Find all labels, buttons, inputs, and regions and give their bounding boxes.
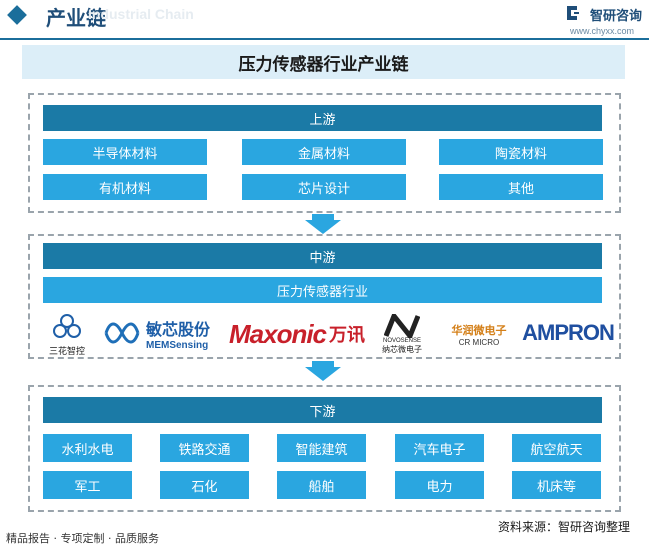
- company-logo: 敏芯股份 MEMSensing: [92, 314, 220, 352]
- upstream-header: 上游: [43, 105, 602, 131]
- ampron-logo-icon: AMPRON: [522, 320, 615, 345]
- downstream-item-label: 石化: [191, 479, 218, 495]
- company-name: 三花智控: [48, 345, 85, 356]
- downstream-item: 水利水电: [43, 434, 132, 462]
- downstream-label: 下游: [309, 404, 336, 420]
- downstream-item: 军工: [43, 471, 132, 499]
- arrow-stem: [312, 361, 334, 367]
- upstream-item: 有机材料: [43, 174, 207, 200]
- downstream-item-label: 铁路交通: [178, 442, 231, 458]
- company-name: NOVOSENSE: [382, 337, 421, 344]
- upstream-item: 陶瓷材料: [439, 139, 603, 165]
- upstream-item: 金属材料: [242, 139, 406, 165]
- company-name: 华润微电子: [451, 323, 507, 337]
- down-arrow-icon: [305, 367, 341, 381]
- midstream-header: 中游: [43, 243, 602, 269]
- company-logo: Maxonic 万讯: [222, 314, 372, 354]
- upstream-section: [28, 93, 621, 213]
- downstream-item: 航空航天: [512, 434, 601, 462]
- downstream-item: 铁路交通: [160, 434, 249, 462]
- company-logo: NOVOSENSE 纳芯微电子: [372, 310, 432, 358]
- company-sub: 万讯: [329, 325, 366, 346]
- footer-source: 资料来源：智研咨询整理: [498, 520, 631, 534]
- downstream-item: 石化: [160, 471, 249, 499]
- downstream-item: 电力: [395, 471, 484, 499]
- upstream-item: 半导体材料: [43, 139, 207, 165]
- midstream-section: [28, 234, 621, 359]
- down-arrow-icon: [305, 220, 341, 234]
- upstream-item-label: 其他: [507, 181, 534, 197]
- header-label: 产业链: [46, 6, 106, 30]
- page-title: 压力传感器行业产业链: [238, 54, 409, 75]
- downstream-item: 汽车电子: [395, 434, 484, 462]
- upstream-item: 其他: [439, 174, 603, 200]
- company-name: Maxonic: [228, 318, 327, 349]
- upstream-item-label: 陶瓷材料: [494, 146, 547, 162]
- company-sub: MEMSensing: [145, 339, 209, 351]
- title-bar: 压力传感器行业产业链: [22, 45, 625, 79]
- logo-url: www.chyxx.com: [570, 26, 635, 36]
- arrow-stem: [312, 214, 334, 220]
- chyxx-logo-icon: [567, 6, 579, 20]
- logo-name: 智研咨询: [590, 9, 643, 24]
- downstream-section: [28, 385, 621, 512]
- downstream-item-label: 船舶: [308, 479, 335, 495]
- downstream-item-label: 军工: [74, 479, 101, 495]
- upstream-item-label: 有机材料: [98, 181, 151, 197]
- downstream-item-label: 汽车电子: [413, 442, 466, 458]
- upstream-item: 芯片设计: [242, 174, 406, 200]
- upstream-label: 上游: [309, 112, 336, 128]
- downstream-item: 智能建筑: [277, 434, 366, 462]
- upstream-item-label: 金属材料: [297, 146, 350, 162]
- downstream-item-label: 机床等: [536, 479, 576, 495]
- industry-bar: 压力传感器行业: [43, 277, 602, 303]
- header-watermark: Industrial Chain: [88, 6, 194, 22]
- downstream-item-label: 智能建筑: [295, 442, 348, 458]
- downstream-item-label: 水利水电: [61, 442, 114, 458]
- downstream-item-label: 电力: [426, 479, 453, 495]
- industry-label: 压力传感器行业: [276, 284, 368, 300]
- company-logo: 三花智控: [44, 310, 90, 358]
- company-sub: 纳芯微电子: [382, 344, 422, 354]
- downstream-item: 船舶: [277, 471, 366, 499]
- header-divider: [0, 38, 649, 40]
- header-diamond-icon: [7, 5, 27, 25]
- company-sub: CR MICRO: [458, 337, 500, 347]
- flower-logo-icon: [53, 313, 81, 338]
- upstream-item-label: 芯片设计: [297, 181, 350, 197]
- company-name: 敏芯股份: [145, 319, 210, 339]
- footer-tagline: 精品报告 · 专项定制 · 品质服务: [6, 532, 159, 545]
- company-logo: AMPRON: [522, 314, 615, 352]
- memsensing-logo-icon: [104, 322, 140, 344]
- midstream-label: 中游: [309, 250, 336, 266]
- upstream-item-label: 半导体材料: [92, 146, 158, 162]
- downstream-item-label: 航空航天: [530, 442, 583, 458]
- downstream-item: 机床等: [512, 471, 601, 499]
- downstream-header: 下游: [43, 397, 602, 423]
- company-logo: 华润微电子 CR MICRO: [435, 314, 523, 354]
- novosense-logo-icon: [384, 313, 420, 338]
